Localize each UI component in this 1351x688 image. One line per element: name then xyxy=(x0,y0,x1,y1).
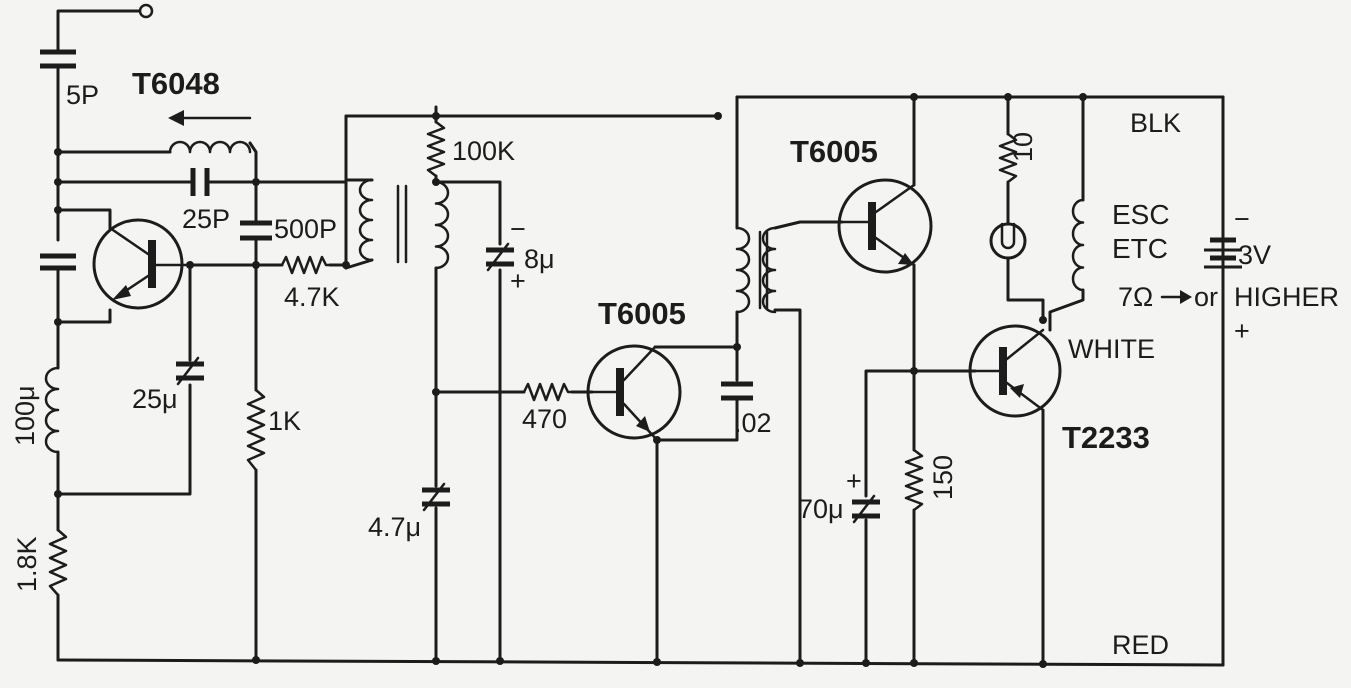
wires xyxy=(56,9,1225,667)
label-1k: 1K xyxy=(268,406,301,436)
transistor-t6005-mid xyxy=(586,344,682,442)
label-8u-plus: + xyxy=(510,266,526,296)
resistor-470 xyxy=(522,382,574,402)
junction-dots xyxy=(54,93,1087,668)
label-100k: 100K xyxy=(452,136,515,166)
capacitor-25u xyxy=(176,356,204,386)
transistor-t6005-top xyxy=(837,178,933,274)
battery-3v xyxy=(1204,237,1242,269)
capacitor-left-emitter xyxy=(40,253,76,271)
resistor-1-8k xyxy=(48,528,68,597)
label-t2233: T2233 xyxy=(1062,420,1150,455)
transformer-2 xyxy=(735,226,777,314)
capacitor-5p xyxy=(40,49,76,69)
resistor-10 xyxy=(998,132,1018,184)
label-5p: 5P xyxy=(66,80,99,110)
label-8u: 8μ xyxy=(524,244,555,274)
label-02: .02 xyxy=(734,408,772,438)
resistor-100k xyxy=(426,120,446,178)
transistor-t6048 xyxy=(92,218,192,310)
label-white: WHITE xyxy=(1068,334,1155,364)
label-4-7u: 4.7μ xyxy=(368,512,421,542)
label-blk: BLK xyxy=(1130,108,1181,138)
label-t6005-mid: T6005 xyxy=(598,296,686,331)
label-150: 150 xyxy=(928,455,958,500)
label-1-8k: 1.8K xyxy=(12,536,42,592)
labels: 5P T6048 25P 500P 4.7K 100K − 8μ + T6005… xyxy=(10,66,1339,660)
lamp xyxy=(989,222,1027,260)
capacitor-500p xyxy=(240,220,272,241)
antenna-terminal xyxy=(138,3,154,19)
label-70u-plus: + xyxy=(846,466,862,496)
transistor-t2233 xyxy=(968,324,1062,418)
label-etc: ETC xyxy=(1112,233,1168,264)
label-100u: 100μ xyxy=(10,385,40,446)
label-red: RED xyxy=(1112,630,1169,660)
transformer-1 xyxy=(358,178,450,270)
feedback-arrow xyxy=(168,110,252,126)
feedback-coil xyxy=(168,140,252,154)
choke-100u xyxy=(44,366,60,454)
label-4-7k: 4.7K xyxy=(284,282,340,312)
label-batt-plus: + xyxy=(1234,316,1250,346)
label-batt-minus: − xyxy=(1234,204,1250,234)
esc-coil xyxy=(1071,198,1085,292)
label-esc: ESC xyxy=(1112,199,1170,230)
resistor-1k xyxy=(246,388,266,472)
resistor-4-7k xyxy=(280,255,332,275)
label-higher: HIGHER xyxy=(1234,282,1339,312)
label-500p: 500P xyxy=(274,214,337,244)
arrow-or xyxy=(1160,290,1192,304)
label-25u: 25μ xyxy=(132,384,178,414)
label-10: 10 xyxy=(1008,132,1038,162)
label-or: or xyxy=(1194,282,1218,312)
label-t6048: T6048 xyxy=(132,66,220,101)
resistor-150 xyxy=(904,448,924,512)
capacitor-02 xyxy=(721,381,753,401)
capacitor-8u xyxy=(486,242,514,272)
capacitor-4-7u xyxy=(422,482,450,512)
label-70u: 70μ xyxy=(798,494,844,524)
capacitor-25p xyxy=(190,168,210,196)
capacitor-70u xyxy=(852,494,880,524)
label-7-ohm: 7Ω xyxy=(1118,282,1153,312)
label-470: 470 xyxy=(522,404,567,434)
label-25p: 25P xyxy=(182,204,230,234)
label-8u-minus: − xyxy=(510,214,526,244)
label-t6005-top: T6005 xyxy=(790,134,878,169)
label-3v: 3V xyxy=(1238,240,1271,270)
